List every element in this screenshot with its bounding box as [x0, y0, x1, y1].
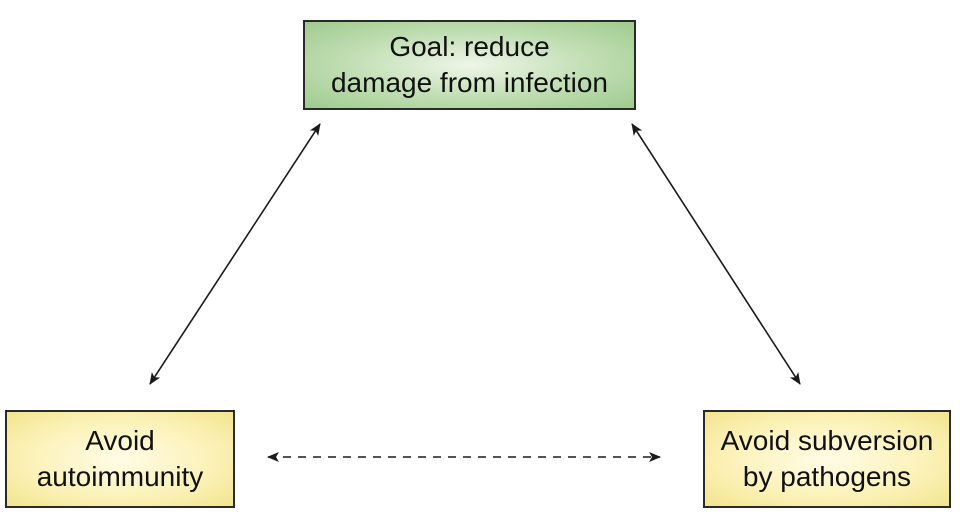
subversion-box: Avoid subversion by pathogens	[703, 410, 951, 508]
autoimmunity-line-1: Avoid	[85, 425, 155, 456]
goal-line-2: damage from infection	[330, 67, 609, 98]
subversion-line-1: Avoid subversion	[720, 425, 934, 456]
goal-line-1: Goal: reduce	[389, 31, 550, 62]
goal-box: Goal: reduce damage from infection	[303, 20, 636, 110]
autoimmunity-box: Avoid autoimmunity	[5, 410, 235, 508]
arrow-goal-subversion	[631, 123, 801, 385]
subversion-line-2: by pathogens	[742, 461, 912, 492]
autoimmunity-line-2: autoimmunity	[36, 461, 204, 492]
arrow-goal-autoimmunity	[149, 123, 321, 385]
